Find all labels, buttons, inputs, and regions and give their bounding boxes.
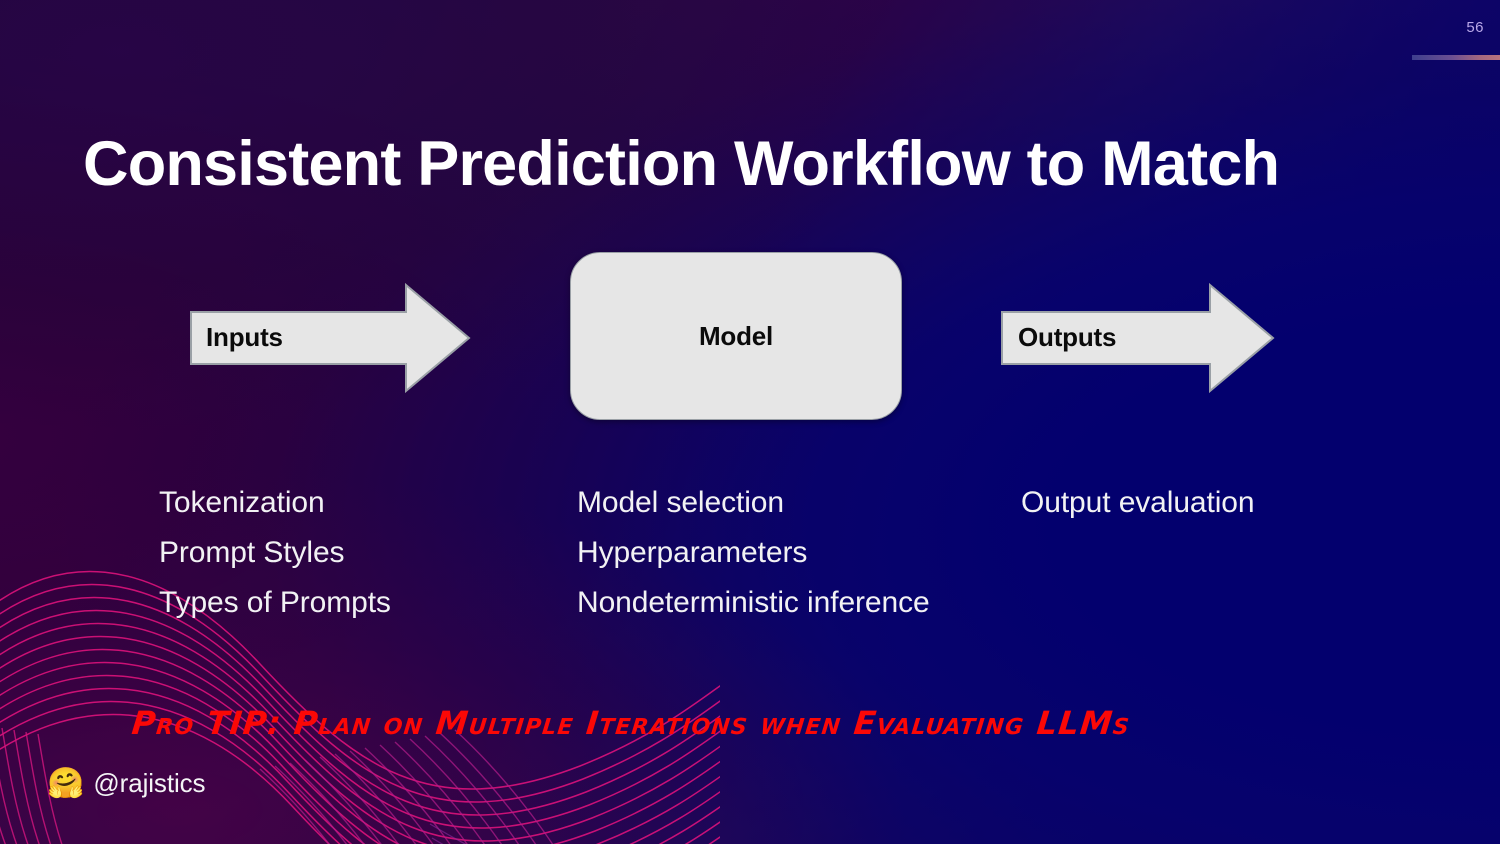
social-handle: 🤗 @rajistics	[47, 766, 206, 800]
pro-tip-text: Pro TIP: Plan on Multiple Iterations whe…	[130, 704, 1133, 742]
list-item: Tokenization	[159, 486, 325, 519]
page-number-rule	[1412, 55, 1500, 60]
list-item: Output evaluation	[1021, 486, 1255, 519]
column-inputs-details: Tokenization Prompt Styles Types of Prom…	[159, 478, 391, 628]
list-item: Nondeterministic inference	[577, 586, 930, 619]
list-item: Hyperparameters	[577, 536, 808, 569]
page-title: Consistent Prediction Workflow to Match	[83, 129, 1280, 200]
column-model-details: Model selection Hyperparameters Nondeter…	[577, 478, 930, 628]
list-item: Model selection	[577, 486, 784, 519]
social-handle-text: @rajistics	[93, 768, 206, 798]
hugging-face-icon: 🤗	[47, 766, 85, 800]
page-number: 56	[1466, 19, 1484, 36]
column-outputs-details: Output evaluation	[1021, 478, 1255, 528]
list-item: Prompt Styles	[159, 536, 345, 569]
list-item: Types of Prompts	[159, 586, 391, 619]
